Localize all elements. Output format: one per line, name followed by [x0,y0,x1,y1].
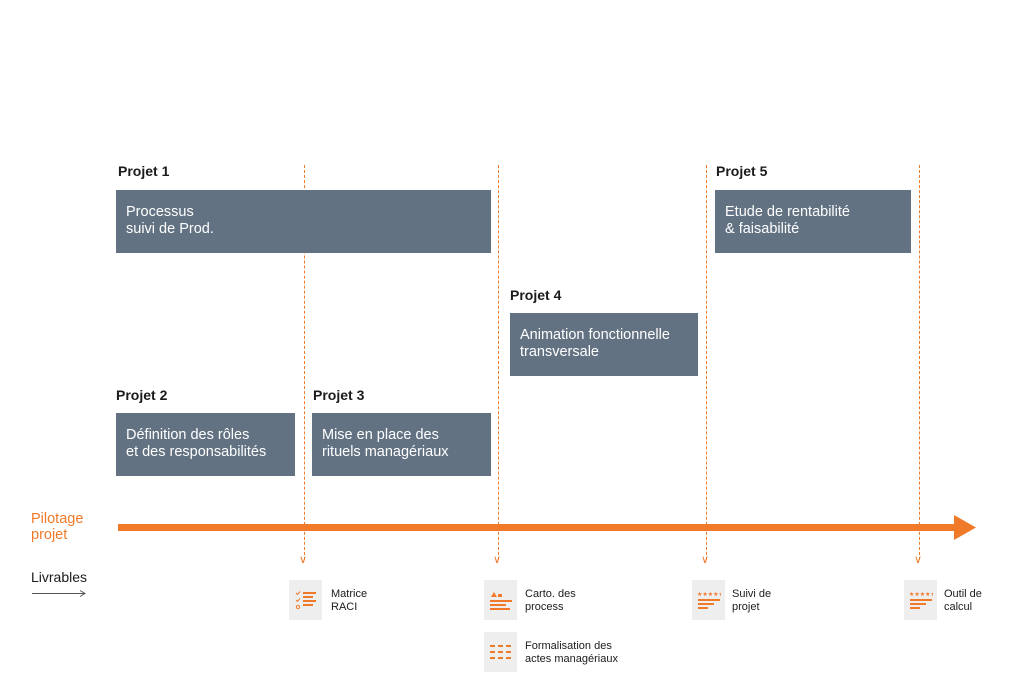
svg-text:★★★★★: ★★★★★ [697,591,721,598]
deliverable-5-line-2: calcul [944,601,973,613]
timeline-arrow-icon [118,515,976,540]
project-5-line-1: Etude de rentabilité [725,204,850,220]
checklist-icon [289,580,322,620]
deliverable-3-line-1: Formalisation des [525,640,612,652]
chevron-down-icon: ∨ [299,554,308,566]
project-4-line-2: transversale [520,344,599,360]
deliverable-5-line-1: Outil de [944,588,982,600]
svg-text:★★★★★: ★★★★★ [909,591,933,598]
deliverable-4-line-1: Suivi de [732,588,772,600]
deliverable-2-line-2: process [525,601,564,613]
project-1-title: Projet 1 [118,163,170,179]
rating-list-icon: ★★★★★ [692,580,725,620]
deliverable-matrice-raci: Matrice RACI [331,588,367,614]
deliverable-1-line-2: RACI [331,601,358,613]
project-4-box: Animation fonctionnelle transversale [510,313,698,376]
rating-list-icon: ★★★★★ [904,580,937,620]
pilotage-label: Pilotage projet [31,511,83,543]
deliverable-2-line-1: Carto. des [525,588,576,600]
pilotage-line-1: Pilotage [31,511,84,527]
deliverable-1-line-1: Matrice [331,588,368,600]
deliverable-formalisation: Formalisation des actes managériaux [525,640,618,666]
grid-list-icon [484,632,517,672]
pilotage-line-2: projet [31,527,68,543]
project-1-line-1: Processus [126,204,194,220]
deliverable-outil-calcul: Outil de calcul [944,588,982,614]
project-4-line-1: Animation fonctionnelle [520,327,670,343]
project-3-box: Mise en place des rituels managériaux [312,413,491,476]
arrow-right-icon [32,590,86,597]
deliverable-4-line-2: projet [732,601,760,613]
project-5-line-2: & faisabilité [725,221,800,237]
chevron-down-icon: ∨ [914,554,923,566]
process-map-icon [484,580,517,620]
milestone-line-1 [304,165,305,560]
milestone-line-3 [706,165,707,560]
livrables-label: Livrables [31,569,88,585]
deliverable-3-line-2: actes managériaux [525,653,618,665]
milestone-line-4 [919,165,920,560]
project-5-box: Etude de rentabilité & faisabilité [715,190,911,253]
deliverable-carto-process: Carto. des process [525,588,576,614]
project-5-title: Projet 5 [716,163,768,179]
deliverable-suivi-projet: Suivi de projet [732,588,771,614]
project-2-box: Définition des rôles et des responsabili… [116,413,295,476]
project-3-line-2: rituels managériaux [322,444,449,460]
project-1-box: Processus suivi de Prod. [116,190,491,253]
project-2-line-1: Définition des rôles [126,427,250,443]
project-1-line-2: suivi de Prod. [126,221,214,237]
milestone-line-2 [498,165,499,560]
chevron-down-icon: ∨ [493,554,502,566]
project-3-title: Projet 3 [313,387,365,403]
project-2-line-2: et des responsabilités [126,444,267,460]
chevron-down-icon: ∨ [701,554,710,566]
project-4-title: Projet 4 [510,287,562,303]
project-2-title: Projet 2 [116,387,168,403]
project-3-line-1: Mise en place des [322,427,439,443]
